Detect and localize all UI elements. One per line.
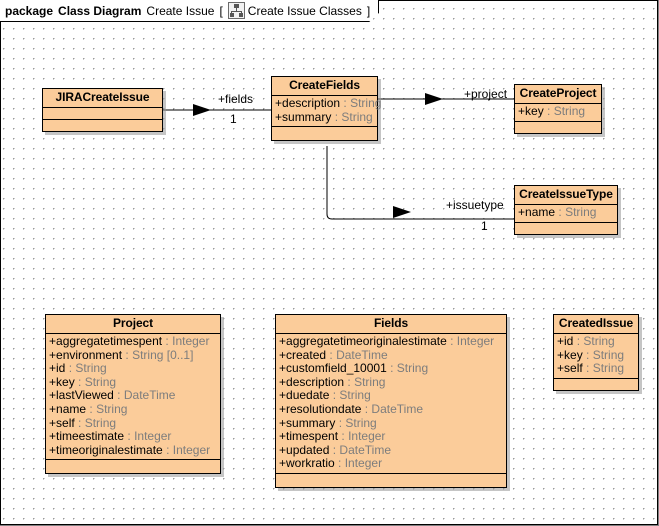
attribute-row: +key : String <box>518 104 586 118</box>
diagram-name: Create Issue <box>146 3 215 18</box>
class-attributes-createfields: +description : String +summary : String <box>272 96 382 128</box>
class-attributes-jiracreateissue <box>43 108 162 120</box>
class-attributes-createproject: +key : String <box>515 104 601 122</box>
package-header[interactable]: package Class Diagram Create Issue [ Cre… <box>0 0 379 22</box>
association-role-project: +project <box>464 87 508 101</box>
attribute-row: +name : String <box>518 205 597 219</box>
attribute-row: +created : DateTime <box>279 347 388 362</box>
class-operations-createissuetype <box>515 223 617 234</box>
class-name-createdissue: CreatedIssue <box>554 315 638 334</box>
attribute-row: +lastViewed : DateTime <box>49 388 176 403</box>
attribute-row: +workratio : Integer <box>279 456 383 471</box>
class-box-project[interactable]: Project +aggregatetimespent : Integer +e… <box>45 314 221 475</box>
attribute-row: +timespent : Integer <box>279 429 386 444</box>
attribute-row: +updated : DateTime <box>279 442 391 457</box>
association-multiplicity-fields: 1 <box>230 112 237 126</box>
attribute-row: +resolutiondate : DateTime <box>279 401 423 416</box>
class-box-createissuetype[interactable]: CreateIssueType +name : String <box>514 185 618 235</box>
class-box-jiracreateissue[interactable]: JIRACreateIssue <box>42 88 163 132</box>
class-attributes-createissuetype: +name : String <box>515 205 617 223</box>
attribute-row: +timeoriginalestimate : Integer <box>49 442 211 457</box>
class-operations-fields <box>276 474 506 487</box>
attribute-row: +id : String <box>557 334 615 348</box>
class-name-createfields: CreateFields <box>272 77 377 96</box>
class-box-fields[interactable]: Fields +aggregatetimeoriginalestimate : … <box>275 314 507 488</box>
attribute-row: +duedate : String <box>279 388 371 403</box>
bracket-close: ] <box>366 3 371 18</box>
attribute-row: +key : String <box>49 374 117 389</box>
package-keyword: package <box>5 3 54 18</box>
association-multiplicity-issuetype: 1 <box>481 219 488 233</box>
attribute-row: +customfield_10001 : String <box>279 361 429 376</box>
diagram-label: Create Issue Classes <box>247 3 362 18</box>
class-operations-createproject <box>515 122 601 133</box>
attribute-row: +id : String <box>49 361 107 376</box>
association-role-issuetype: +issuetype <box>446 198 504 212</box>
class-name-fields: Fields <box>276 315 506 334</box>
attribute-row: +self : String <box>557 361 625 376</box>
class-attributes-fields: +aggregatetimeoriginalestimate : Integer… <box>276 334 506 474</box>
class-name-createproject: CreateProject <box>515 85 601 104</box>
attribute-row: +timeestimate : Integer <box>49 429 172 444</box>
class-name-jiracreateissue: JIRACreateIssue <box>43 89 162 108</box>
attribute-row: +description : String <box>275 96 382 110</box>
class-operations-createdissue <box>554 379 638 390</box>
class-box-createdissue[interactable]: CreatedIssue +id : String +key : String … <box>553 314 639 391</box>
class-attributes-project: +aggregatetimespent : Integer +environme… <box>46 334 220 461</box>
attribute-row: +summary : String <box>279 415 377 430</box>
class-box-createfields[interactable]: CreateFields +description : String +summ… <box>271 76 382 142</box>
class-name-project: Project <box>46 315 220 334</box>
attribute-row: +key : String <box>557 347 625 362</box>
attribute-row: +description : String <box>279 374 386 389</box>
attribute-row: +aggregatetimeoriginalestimate : Integer <box>279 334 495 348</box>
class-diagram-icon <box>228 2 245 19</box>
attribute-row: +summary : String <box>275 109 373 124</box>
class-operations-createfields <box>272 127 377 140</box>
class-attributes-createdissue: +id : String +key : String +self : Strin… <box>554 334 638 379</box>
class-name-createissuetype: CreateIssueType <box>515 186 617 205</box>
attribute-row: +name : String <box>49 401 128 416</box>
association-role-fields: +fields <box>218 92 254 106</box>
class-box-createproject[interactable]: CreateProject +key : String <box>514 84 602 134</box>
package-name: Class Diagram <box>58 3 142 18</box>
class-operations-jiracreateissue <box>43 120 162 131</box>
attribute-row: +self : String <box>49 415 117 430</box>
class-operations-project <box>46 460 220 473</box>
attribute-row: +aggregatetimespent : Integer <box>49 334 210 348</box>
attribute-row: +environment : String [0..1] <box>49 347 194 362</box>
bracket-open: [ <box>219 3 223 18</box>
